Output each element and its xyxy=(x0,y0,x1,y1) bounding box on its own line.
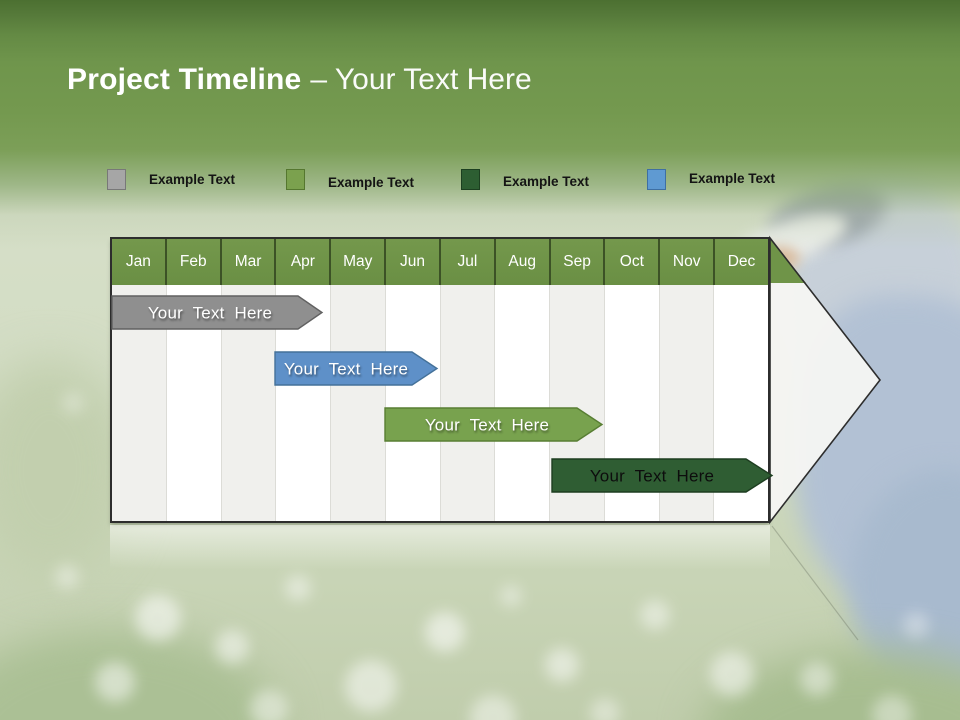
bokeh-flower xyxy=(215,630,249,664)
month-cell-aug[interactable]: Aug xyxy=(496,239,551,285)
month-header-row: Jan Feb Mar Apr May Jun Jul Aug Sep Oct … xyxy=(112,239,768,285)
month-cell-apr[interactable]: Apr xyxy=(276,239,332,285)
bokeh-flower xyxy=(710,652,754,696)
legend-label: Example Text xyxy=(503,174,590,189)
title-sub: – Your Text Here xyxy=(310,63,532,96)
bokeh-flower xyxy=(590,698,620,720)
month-columns xyxy=(112,285,768,521)
month-cell-dec[interactable]: Dec xyxy=(727,253,756,270)
column-jan xyxy=(112,285,167,521)
column-mar xyxy=(221,285,277,521)
bokeh-flower xyxy=(62,392,84,414)
legend-label: Example Text xyxy=(149,172,236,187)
month-cell-jun[interactable]: Jun xyxy=(386,239,441,285)
column-nov xyxy=(659,285,715,521)
column-dec xyxy=(714,285,768,521)
legend-item-darkgreen[interactable]: Example Text xyxy=(461,169,589,190)
bokeh-flower xyxy=(55,565,79,589)
column-apr xyxy=(276,285,331,521)
legend-label: Example Text xyxy=(328,175,415,190)
table-reflection xyxy=(110,525,770,569)
legend-swatch-darkgreen xyxy=(461,169,480,190)
month-cell-mar[interactable]: Mar xyxy=(222,239,277,285)
bokeh-flower xyxy=(250,690,288,720)
column-oct xyxy=(604,285,660,521)
month-cell-jan[interactable]: Jan xyxy=(112,239,167,285)
month-cell-oct[interactable]: Oct xyxy=(605,239,661,285)
bokeh-flower xyxy=(872,695,912,720)
month-cell-jul[interactable]: Jul xyxy=(441,239,496,285)
legend-item-green[interactable]: Example Text xyxy=(286,169,414,190)
bokeh-flower xyxy=(500,585,522,607)
title-band xyxy=(0,0,960,250)
swatch-rect xyxy=(286,169,305,190)
column-jun xyxy=(385,285,441,521)
legend-item-gray[interactable]: Example Text xyxy=(107,169,235,190)
month-cell-nov[interactable]: Nov xyxy=(660,239,716,285)
bokeh-flower xyxy=(95,662,135,702)
bokeh-flower xyxy=(345,660,397,712)
grass-blur xyxy=(0,360,130,580)
column-may xyxy=(331,285,386,521)
title-main: Project Timeline xyxy=(67,63,302,96)
column-feb xyxy=(166,285,222,521)
legend-swatch-blue xyxy=(647,169,666,190)
swatch-rect xyxy=(107,169,126,190)
swatch-rect xyxy=(647,169,666,190)
page-title[interactable]: Project Timeline– Your Text Here xyxy=(67,60,532,100)
legend-item-blue[interactable]: Example Text xyxy=(647,169,775,190)
column-jul xyxy=(440,285,496,521)
legend-label: Example Text xyxy=(689,171,776,186)
bokeh-flower xyxy=(800,662,834,696)
column-sep xyxy=(550,285,605,521)
legend-swatch-green xyxy=(286,169,305,190)
bokeh-flower xyxy=(470,695,516,720)
column-aug xyxy=(495,285,550,521)
bokeh-flower xyxy=(903,612,929,638)
bokeh-flower xyxy=(135,595,181,641)
month-cell-sep[interactable]: Sep xyxy=(551,239,606,285)
bokeh-flower xyxy=(425,612,465,652)
legend-swatch-gray xyxy=(107,169,126,190)
timeline-table: Jan Feb Mar Apr May Jun Jul Aug Sep Oct … xyxy=(110,237,770,523)
month-cell-may[interactable]: May xyxy=(331,239,387,285)
bokeh-flower xyxy=(640,600,670,630)
bokeh-flower xyxy=(285,575,311,601)
month-cell-feb[interactable]: Feb xyxy=(167,239,222,285)
bokeh-flower xyxy=(545,648,579,682)
swatch-rect xyxy=(461,169,480,190)
